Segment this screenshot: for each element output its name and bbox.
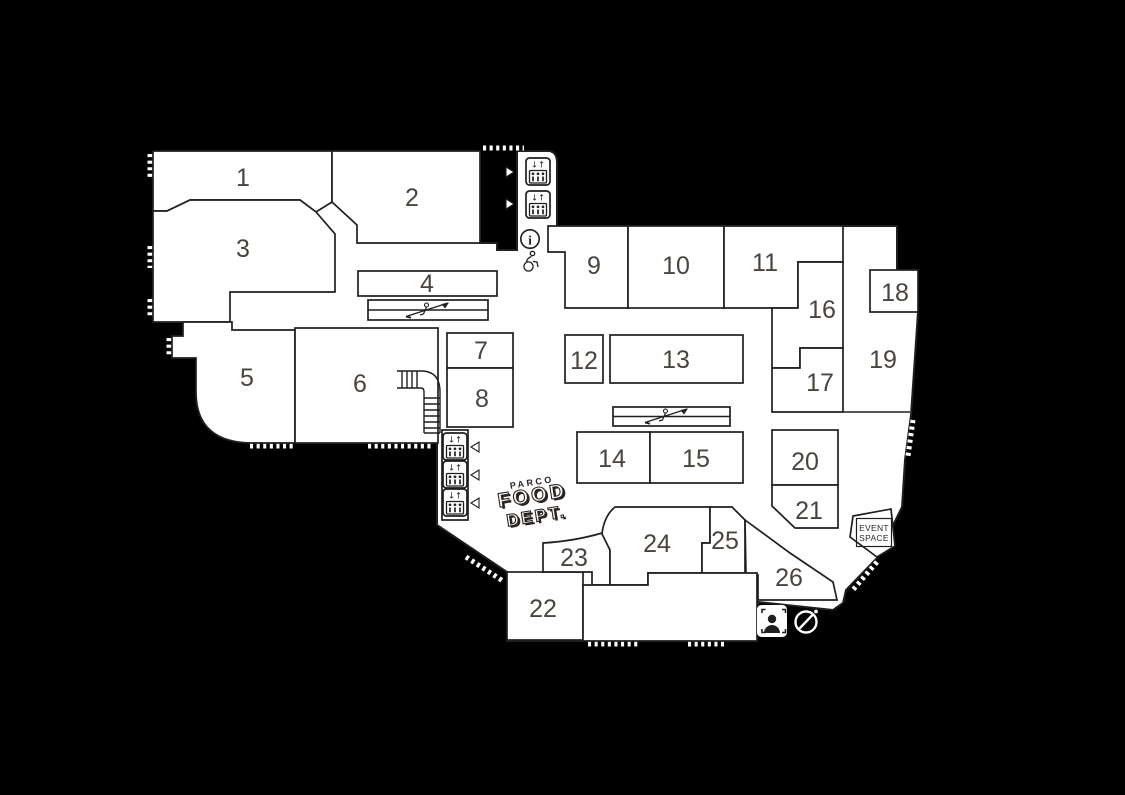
stairs-icon <box>397 370 441 434</box>
unit-label-6: 6 <box>353 370 367 398</box>
service-area <box>582 572 758 642</box>
unit-13 <box>609 334 744 384</box>
direction-triangle <box>469 441 480 453</box>
unit-label-26: 26 <box>775 564 803 592</box>
unit-label-8: 8 <box>475 385 489 413</box>
unit-label-4: 4 <box>420 270 434 298</box>
elevator-icon <box>525 190 551 219</box>
elevator-icon <box>525 157 551 186</box>
unit-label-14: 14 <box>598 445 626 473</box>
unit-15 <box>649 431 744 484</box>
unit-label-1: 1 <box>236 164 250 192</box>
unit-label-15: 15 <box>682 445 710 473</box>
unit-2 <box>331 150 481 244</box>
unit-5 <box>171 321 296 444</box>
svg-text:i: i <box>528 233 532 248</box>
elevator-icon <box>442 432 468 461</box>
unit-14 <box>576 431 651 484</box>
clock-icon <box>794 609 818 634</box>
unit-label-3: 3 <box>236 235 250 263</box>
direction-triangle <box>505 166 516 178</box>
information-icon: i <box>519 229 540 250</box>
unit-label-20: 20 <box>791 448 819 476</box>
unit-labels: 1 2 3 4 5 6 7 8 9 10 11 12 13 14 15 16 1… <box>236 164 909 623</box>
event-space-label-1: EVENT <box>859 523 889 533</box>
unit-label-7: 7 <box>474 337 488 365</box>
event-space-label-2: SPACE <box>859 533 889 543</box>
escalator-top <box>367 299 489 321</box>
unit-label-2: 2 <box>405 184 419 212</box>
unit-label-19: 19 <box>869 346 897 374</box>
escalator-middle <box>612 406 731 427</box>
unit-label-10: 10 <box>662 252 690 280</box>
unit-label-22: 22 <box>529 595 557 623</box>
direction-triangle <box>469 497 480 509</box>
direction-triangle <box>469 469 480 481</box>
unit-17 <box>771 347 844 413</box>
elevator-bank-left <box>441 429 480 521</box>
elevator-icon <box>442 460 468 489</box>
unit-12 <box>564 334 604 384</box>
unit-label-5: 5 <box>240 364 254 392</box>
unit-7 <box>446 332 514 369</box>
unit-label-23: 23 <box>560 544 588 572</box>
event-space: EVENT SPACE <box>849 507 896 559</box>
unit-23 <box>542 531 611 586</box>
unit-4 <box>357 270 498 297</box>
elevator-icon <box>442 488 468 517</box>
unit-label-9: 9 <box>587 252 601 280</box>
unit-label-11: 11 <box>752 249 778 277</box>
unit-label-25: 25 <box>711 527 739 555</box>
entrance-teeth <box>147 145 916 647</box>
unit-label-24: 24 <box>643 530 671 558</box>
unit-label-12: 12 <box>570 347 598 375</box>
unit-8 <box>446 367 514 428</box>
elevator-bank-top <box>505 157 551 219</box>
unit-21 <box>771 484 839 529</box>
wheelchair-accessible-icon <box>523 250 539 272</box>
unit-18 <box>869 269 919 313</box>
photo-booth-icon <box>757 605 787 637</box>
unit-label-16: 16 <box>808 296 836 324</box>
units-layer <box>152 150 919 642</box>
unit-label-21: 21 <box>795 497 823 525</box>
unit-22 <box>506 571 584 641</box>
unit-label-18: 18 <box>881 279 909 307</box>
unit-20 <box>771 429 839 486</box>
unit-label-13: 13 <box>662 346 690 374</box>
food-dept-logo: PARCO FOOD FOOD DEPT. DEPT. <box>496 474 571 532</box>
direction-triangle <box>505 198 516 210</box>
unit-label-17: 17 <box>806 369 834 397</box>
unit-10 <box>627 225 725 309</box>
unit-6 <box>294 327 439 444</box>
